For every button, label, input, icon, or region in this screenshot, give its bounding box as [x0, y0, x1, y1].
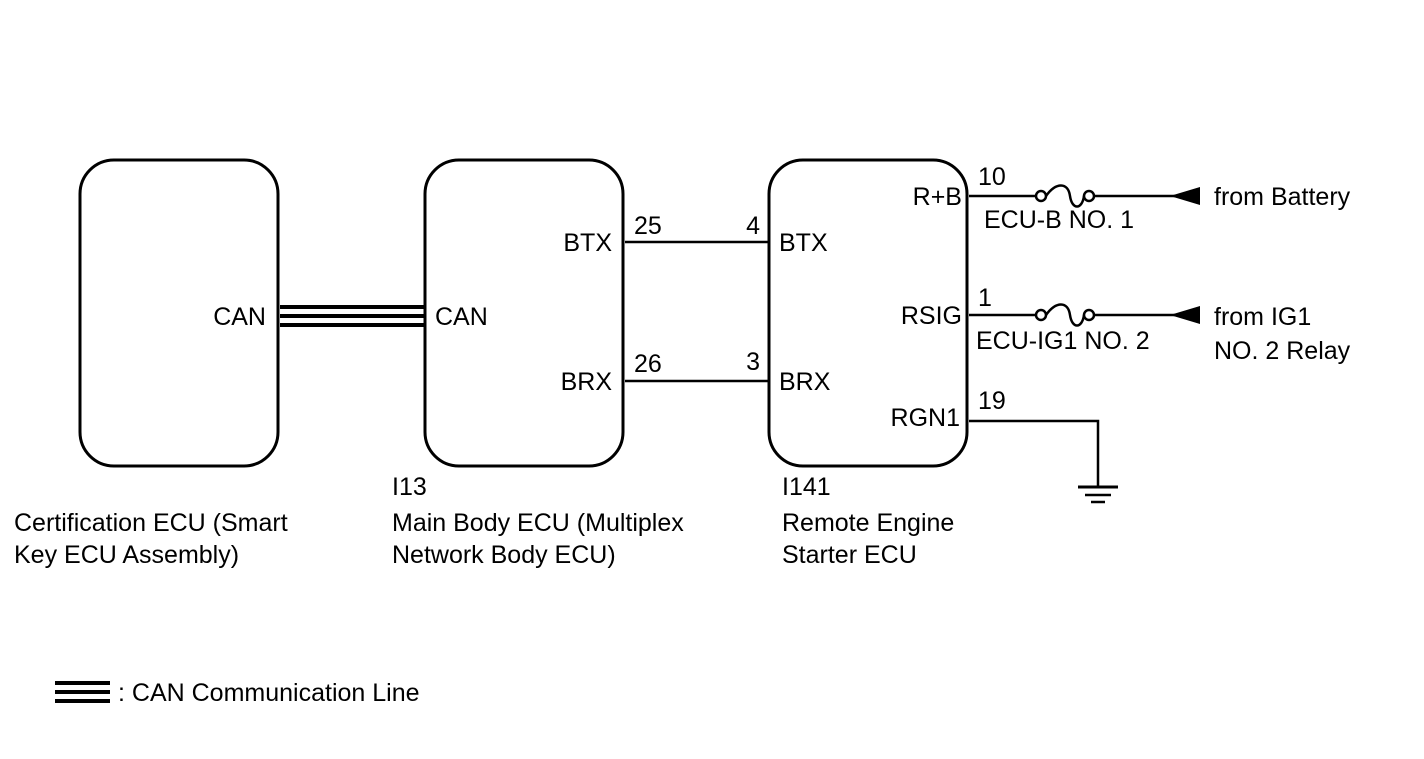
remote-starter-rb-pin: 10	[978, 163, 1006, 191]
source-ig1-label-line1: from IG1	[1214, 303, 1311, 331]
remote-starter-rb-port: R+B	[913, 183, 962, 211]
main-body-ecu-box	[423, 158, 625, 468]
remote-starter-rsig-pin: 1	[978, 284, 992, 312]
can-bus	[280, 305, 424, 327]
main-body-brx-port: BRX	[561, 368, 613, 396]
ig1-arrow-icon	[1170, 306, 1200, 324]
certification-ecu-name-line1: Certification ECU (Smart	[14, 509, 288, 537]
remote-starter-ecu-name-line1: Remote Engine	[782, 509, 954, 537]
remote-starter-ecu-box	[767, 158, 969, 468]
main-body-ecu-name-line1: Main Body ECU (Multiplex	[392, 509, 684, 537]
remote-starter-ecu-name-line2: Starter ECU	[782, 541, 917, 569]
battery-arrow-icon	[1170, 187, 1200, 205]
legend-can-symbol	[55, 681, 110, 703]
remote-starter-rsig-port: RSIG	[901, 302, 962, 330]
main-body-can-port: CAN	[435, 303, 488, 331]
certification-ecu-box	[78, 158, 280, 468]
main-body-btx-port: BTX	[563, 229, 612, 257]
remote-starter-btx-port: BTX	[779, 229, 828, 257]
remote-starter-btx-pin: 4	[746, 212, 760, 240]
ig1-signal-line	[969, 303, 1200, 327]
legend-can-label: : CAN Communication Line	[118, 679, 420, 707]
remote-starter-brx-pin: 3	[746, 348, 760, 376]
source-battery-label: from Battery	[1214, 183, 1351, 211]
ground-line	[969, 419, 1118, 504]
main-body-connector-id: I13	[392, 473, 427, 501]
main-body-brx-pin: 26	[634, 350, 662, 378]
ground-icon	[1078, 485, 1118, 504]
certification-ecu-name-line2: Key ECU Assembly)	[14, 541, 239, 569]
source-ig1-label-line2: NO. 2 Relay	[1214, 337, 1351, 365]
main-body-btx-pin: 25	[634, 212, 662, 240]
remote-starter-connector-id: I141	[782, 473, 831, 501]
battery-power-line	[969, 184, 1200, 208]
remote-starter-brx-port: BRX	[779, 368, 831, 396]
fuse-ecu-b-label: ECU-B NO. 1	[984, 206, 1134, 234]
certification-can-port: CAN	[213, 303, 266, 331]
remote-starter-rgn1-port: RGN1	[891, 404, 960, 432]
fuse-ecu-ig1-label: ECU-IG1 NO. 2	[976, 327, 1150, 355]
remote-starter-rgn1-pin: 19	[978, 387, 1006, 415]
main-body-ecu-name-line2: Network Body ECU)	[392, 541, 616, 569]
